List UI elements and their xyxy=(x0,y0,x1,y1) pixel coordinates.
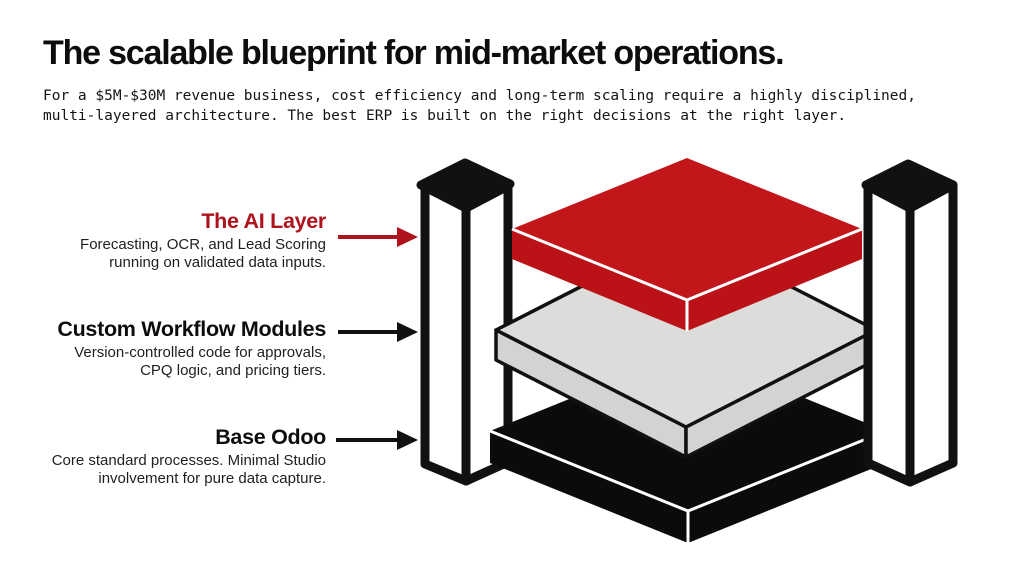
callout-ai-layer: The AI Layer Forecasting, OCR, and Lead … xyxy=(21,209,326,272)
left-pillar-top-face xyxy=(416,158,515,213)
custom-workflow-description-line-2: CPQ logic, and pricing tiers. xyxy=(140,362,326,379)
base-odoo-description: Core standard processes. Minimal Studio … xyxy=(21,452,326,488)
right-pillar-top-face xyxy=(861,159,958,213)
right-pillar-right-face xyxy=(905,180,958,487)
ai-layer-slab-right-face xyxy=(687,229,862,331)
ai-layer-slab xyxy=(511,158,863,331)
ai-layer-description-line-1: Forecasting, OCR, and Lead Scoring xyxy=(80,236,326,253)
ai-layer-slab-left-face xyxy=(512,229,687,331)
custom-workflow-description-line-1: Version-controlled code for approvals, xyxy=(74,344,326,361)
custom-workflow-description: Version-controlled code for approvals, C… xyxy=(21,344,326,380)
custom-workflow-arrow xyxy=(338,322,418,342)
page-title: The scalable blueprint for mid-market op… xyxy=(43,34,785,72)
ai-layer-title: The AI Layer xyxy=(201,209,326,233)
callout-custom-workflow-modules: Custom Workflow Modules Version-controll… xyxy=(21,317,326,380)
callout-base-odoo: Base Odoo Core standard processes. Minim… xyxy=(21,425,327,488)
base-odoo-arrow-head-icon xyxy=(397,430,418,450)
page-subtitle: For a $5M-$30M revenue business, cost ef… xyxy=(43,86,916,126)
right-pillar-left-face xyxy=(863,181,915,487)
base-odoo-description-line-1: Core standard processes. Minimal Studio xyxy=(51,452,326,469)
custom-workflow-title: Custom Workflow Modules xyxy=(57,317,326,341)
base-odoo-slab-right-face xyxy=(688,431,886,543)
ai-layer-arrow-head-icon xyxy=(397,227,418,247)
base-odoo-title: Base Odoo xyxy=(215,425,326,449)
base-odoo-slab-left-face xyxy=(490,431,688,543)
ai-layer-description-line-2: running on validated data inputs. xyxy=(109,254,326,271)
right-pillar xyxy=(861,159,958,487)
base-odoo-arrow xyxy=(336,430,418,450)
subtitle-line-1: For a $5M-$30M revenue business, cost ef… xyxy=(43,88,916,104)
ai-layer-arrow xyxy=(338,227,418,247)
ai-layer-description: Forecasting, OCR, and Lead Scoring runni… xyxy=(21,236,326,272)
subtitle-line-2: multi-layered architecture. The best ERP… xyxy=(43,108,847,124)
custom-workflow-arrow-head-icon xyxy=(397,322,418,342)
base-odoo-description-line-2: involvement for pure data capture. xyxy=(98,470,326,487)
left-pillar-left-face xyxy=(420,181,471,486)
